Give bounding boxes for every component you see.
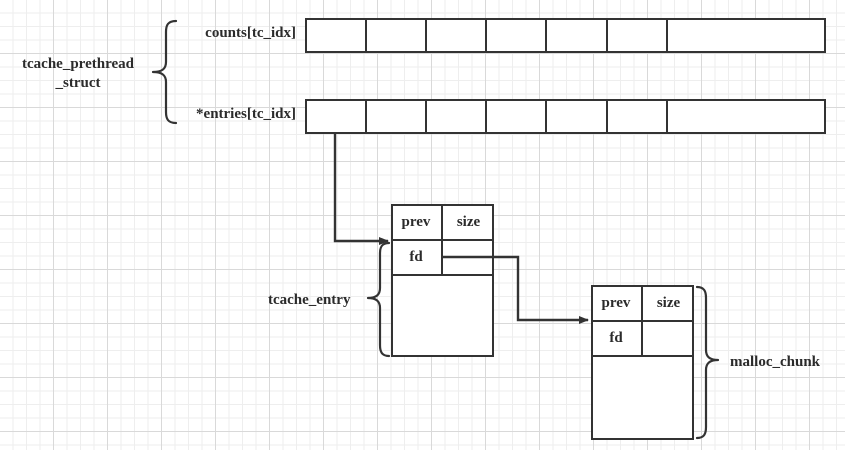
counts-cell-divider (545, 18, 547, 53)
entries-cell-divider (365, 99, 367, 134)
tcache-entry-size-cell: size (456, 213, 481, 230)
malloc-chunk-prev-cell: prev (601, 294, 631, 311)
tcache-entry-brace-icon (366, 241, 391, 358)
malloc-chunk-col-divider (641, 285, 643, 357)
entries-cell-divider (606, 99, 608, 134)
counts-cell-divider (425, 18, 427, 53)
entries-cell-divider (545, 99, 547, 134)
entries-cell-divider (485, 99, 487, 134)
tcache-entry-label: tcache_entry (268, 292, 351, 308)
counts-array-box (305, 18, 826, 53)
counts-cell-divider (365, 18, 367, 53)
entries-to-tcache-entry-connector (333, 134, 389, 245)
counts-array-label: counts[tc_idx] (205, 25, 296, 41)
struct-title-label: tcache_prethread _struct (22, 56, 134, 91)
tcache-entry-prev-cell: prev (401, 213, 431, 230)
counts-cell-divider (485, 18, 487, 53)
counts-cell-divider (666, 18, 668, 53)
entries-cell-divider (666, 99, 668, 134)
tcache-entry-fd-cell: fd (409, 249, 423, 265)
counts-cell-divider (606, 18, 608, 53)
tcache-entry-bk-cell (443, 240, 494, 275)
entries-array-label: *entries[tc_idx] (196, 106, 296, 122)
entries-array-box (305, 99, 826, 134)
malloc-chunk-size-cell: size (656, 294, 681, 311)
entries-cell-divider (425, 99, 427, 134)
malloc-chunk-bk-cell (643, 321, 694, 356)
malloc-chunk-fd-cell: fd (609, 330, 623, 346)
tcache-entry-col-divider (441, 204, 443, 276)
malloc-chunk-brace-icon (695, 285, 720, 440)
malloc-chunk-label: malloc_chunk (730, 354, 821, 370)
